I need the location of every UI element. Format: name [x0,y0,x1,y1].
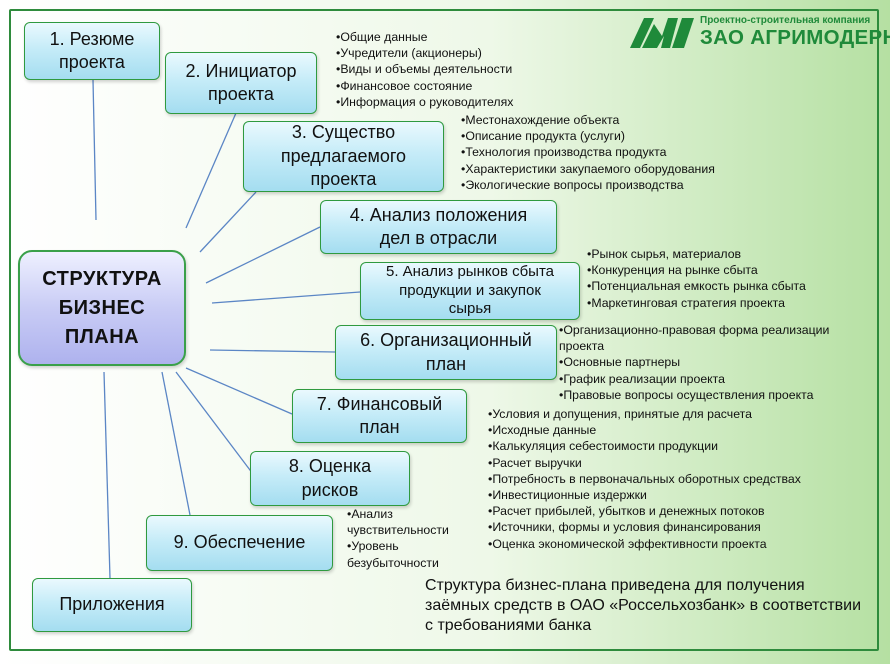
box-risks-line-2: рисков [301,479,359,500]
markets-list: Рынок сырья, материалов Конкуренция на р… [587,246,857,311]
box-organization: 6. Организационный план [335,325,557,380]
logo-mark-icon [630,18,694,48]
box-markets-line-1: 5. Анализ рынков сбыта [385,262,555,280]
list-item: Информация о руководителях [336,94,606,110]
box-markets: 5. Анализ рынков сбыта продукции и закуп… [360,262,580,320]
connector-organization [209,349,336,353]
box-security-line-1: 9. Обеспечение [173,532,306,553]
connector-financial [185,367,293,415]
list-item: Анализ чувствительности [347,506,482,538]
connector-appendix [103,371,111,579]
list-item: Экологические вопросы производства [461,177,761,193]
list-item: Виды и объемы деятельности [336,61,606,77]
box-resume-line-1: 1. Резюме [49,28,135,49]
box-resume: 1. Резюме проекта [24,22,160,80]
box-security: 9. Обеспечение [146,515,333,571]
box-essence-line-2: предлагаемого [280,145,407,166]
connector-industry [205,226,321,284]
box-financial-line-2: план [359,417,400,437]
connector-initiator [185,112,237,229]
connector-essence [199,191,257,253]
box-markets-line-3: сырья [448,300,492,318]
box-initiator-line-1: 2. Инициатор [185,60,297,81]
box-industry-line-1: 4. Анализ положения [349,204,528,225]
list-item: Расчет прибылей, убытков и денежных пото… [488,503,868,519]
list-item: Рынок сырья, материалов [587,246,857,262]
box-organization-line-1: 6. Организационный [360,330,532,351]
list-item: Потенциальная емкость рынка сбыта [587,278,857,294]
box-markets-line-2: продукции и закупок [399,281,541,299]
box-initiator-line-2: проекта [208,84,274,104]
list-item: Исходные данные [488,422,868,438]
slide-frame [9,9,879,651]
center-line-1: СТРУКТУРА [42,267,162,290]
company-logo: Проектно-строительная компания ЗАО АГРИМ… [628,12,890,52]
box-resume-line-2: проекта [59,52,125,72]
box-risks-line-1: 8. Оценка [288,456,372,477]
center-line-2: БИЗНЕС [58,296,146,319]
list-item: Основные партнеры [559,354,859,370]
list-item: Инвестиционные издержки [488,487,868,503]
list-item: Конкуренция на рынке сбыта [587,262,857,278]
box-essence: 3. Существо предлагаемого проекта [243,121,444,192]
list-item: График реализации проекта [559,371,859,387]
list-item: Маркетинговая стратегия проекта [587,295,857,311]
box-industry-line-2: дел в отрасли [379,228,498,248]
initiator-list: Общие данные Учредители (акционеры) Виды… [336,29,606,110]
list-item: Условия и допущения, принятые для расчет… [488,406,868,422]
box-risks: 8. Оценка рисков [250,451,410,506]
list-item: Учредители (акционеры) [336,45,606,61]
box-financial-line-1: 7. Финансовый [316,393,443,414]
connector-resume [92,79,97,221]
center-line-3: ПЛАНА [64,325,140,348]
box-initiator: 2. Инициатор проекта [165,52,317,114]
box-financial: 7. Финансовый план [292,389,467,443]
list-item: Организационно-правовая форма реализации… [559,322,859,354]
logo-subtitle: Проектно-строительная компания [700,15,871,26]
box-industry: 4. Анализ положения дел в отрасли [320,200,557,254]
logo-name: ЗАО АГРИМОДЕРН [700,26,890,49]
box-essence-line-1: 3. Существо [291,122,396,143]
center-structure-box: СТРУКТУРА БИЗНЕС ПЛАНА [18,250,186,366]
organization-list: Организационно-правовая форма реализации… [559,322,859,403]
box-appendix: Приложения [32,578,192,632]
list-item: Оценка экономической эффективности проек… [488,536,868,552]
list-item: Расчет выручки [488,455,868,471]
list-item: Общие данные [336,29,606,45]
box-essence-line-3: проекта [310,169,377,190]
list-item: Потребность в первоначальных оборотных с… [488,471,868,487]
list-item: Характеристики закупаемого оборудования [461,161,761,177]
list-item: Местонахождение объекта [461,112,761,128]
list-item: Финансовое состояние [336,78,606,94]
essence-list: Местонахождение объекта Описание продукт… [461,112,761,193]
connector-markets [211,291,361,304]
list-item: Уровень безубыточности [347,538,482,570]
list-item: Источники, формы и условия финансировани… [488,519,868,535]
financial-list: Условия и допущения, принятые для расчет… [488,406,868,552]
list-item: Калькуляция себестоимости продукции [488,438,868,454]
connector-risks [175,371,257,479]
list-item: Описание продукта (услуги) [461,128,761,144]
list-item: Правовые вопросы осуществления проекта [559,387,859,403]
footnote-text: Структура бизнес-плана приведена для пол… [425,577,862,634]
list-item: Технология производства продукта [461,144,761,160]
connector-security [161,371,191,516]
box-appendix-line-1: Приложения [59,594,165,615]
box-organization-line-2: план [425,353,467,374]
risks-list: Анализ чувствительности Уровень безубыто… [347,506,482,571]
